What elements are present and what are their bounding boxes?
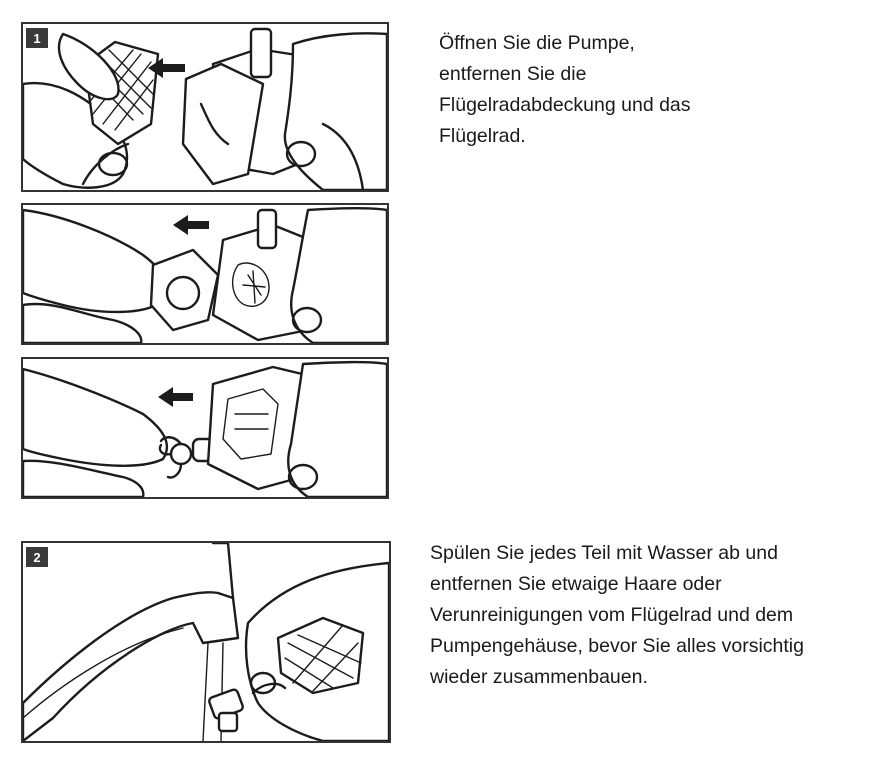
step1-line-3: Flügelradabdeckung und das <box>439 94 691 116</box>
illustration-step1-remove-impeller <box>21 357 389 499</box>
step2-line-3: Verunreinigungen vom Flügelrad und dem <box>430 604 794 626</box>
step2-line-5: wieder zusammenbauen. <box>430 666 648 688</box>
faucet-rinsing-drawing <box>23 543 389 741</box>
illustration-step2-rinse-parts: 2 <box>21 541 391 743</box>
step2-instruction-text: Spülen Sie jedes Teil mit Wasser ab und … <box>430 538 804 693</box>
step1-instruction-text: Öffnen Sie die Pumpe, entfernen Sie die … <box>439 28 691 152</box>
step2-line-2: entfernen Sie etwaige Haare oder <box>430 573 722 595</box>
step2-line-4: Pumpengehäuse, bevor Sie alles vorsichti… <box>430 635 804 657</box>
step2-line-1: Spülen Sie jedes Teil mit Wasser ab und <box>430 542 778 564</box>
illustration-step1-remove-impeller-cover <box>21 203 389 345</box>
hands-removing-cover-drawing <box>23 206 387 343</box>
step1-line-1: Öffnen Sie die Pumpe, <box>439 32 635 54</box>
hands-opening-pump-drawing <box>23 27 387 190</box>
illustration-step1-remove-cover: 1 <box>21 22 389 192</box>
step-number-badge: 2 <box>26 547 48 567</box>
step-number-badge: 1 <box>26 28 48 48</box>
step1-line-2: entfernen Sie die <box>439 63 587 85</box>
hands-removing-impeller-drawing <box>23 360 387 497</box>
step1-line-4: Flügelrad. <box>439 125 526 147</box>
